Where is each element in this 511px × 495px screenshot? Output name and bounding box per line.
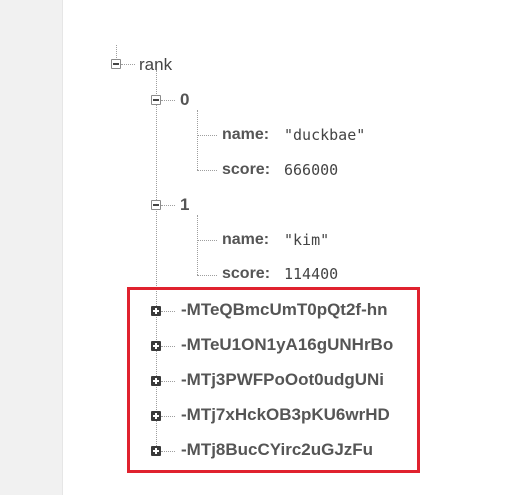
push-key-2[interactable]: -MTj3PWFPoOot0udgUNi — [181, 370, 385, 389]
highlight-box — [127, 287, 420, 473]
root-stem-line — [116, 45, 117, 58]
push-key-3[interactable]: -MTj7xHckOB3pKU6wrHD — [181, 405, 390, 424]
push-key-0[interactable]: -MTeQBmcUmT0pQt2f-hn — [181, 300, 388, 319]
node-0-score-key: score: — [222, 161, 271, 178]
push-key-1-expand-icon[interactable] — [151, 341, 161, 351]
database-panel — [62, 0, 511, 495]
node-0-name-connector — [197, 135, 217, 136]
push-key-0-connector — [161, 311, 175, 312]
push-key-2-connector — [161, 381, 175, 382]
push-key-4-connector — [161, 451, 175, 452]
root-connector — [121, 64, 135, 65]
node-0-connector — [161, 100, 175, 101]
node-0-score-value[interactable]: 666000 — [284, 161, 339, 179]
node-1-score-connector — [197, 275, 217, 276]
rank-trunk-line — [156, 70, 157, 450]
push-key-0-expand-icon[interactable] — [151, 306, 161, 316]
push-key-1[interactable]: -MTeU1ON1yA16gUNHrBo — [181, 335, 394, 354]
push-key-2-expand-icon[interactable] — [151, 376, 161, 386]
node-1-children-line — [197, 215, 198, 275]
node-0-name-value[interactable]: "duckbae" — [284, 126, 366, 144]
node-1-collapse-icon[interactable] — [151, 200, 161, 210]
node-1-connector — [161, 205, 175, 206]
node-1-name-value[interactable]: "kim" — [284, 231, 330, 249]
node-0-score-connector — [197, 170, 217, 171]
rank-collapse-icon[interactable] — [111, 59, 121, 69]
push-key-3-connector — [161, 416, 175, 417]
node-1-score-value[interactable]: 114400 — [284, 265, 339, 283]
node-1-name-connector — [197, 240, 217, 241]
push-key-1-connector — [161, 346, 175, 347]
node-0-collapse-icon[interactable] — [151, 95, 161, 105]
node-0-name-key: name: — [222, 126, 270, 143]
node-rank[interactable]: rank — [139, 55, 173, 74]
push-key-4-expand-icon[interactable] — [151, 446, 161, 456]
node-1-label[interactable]: 1 — [180, 195, 190, 214]
push-key-4[interactable]: -MTj8BucCYirc2uGJzFu — [181, 440, 374, 459]
node-1-score-key: score: — [222, 265, 271, 282]
node-0-children-line — [197, 110, 198, 170]
node-1-name-key: name: — [222, 231, 270, 248]
push-key-3-expand-icon[interactable] — [151, 411, 161, 421]
node-0-label[interactable]: 0 — [180, 90, 190, 109]
